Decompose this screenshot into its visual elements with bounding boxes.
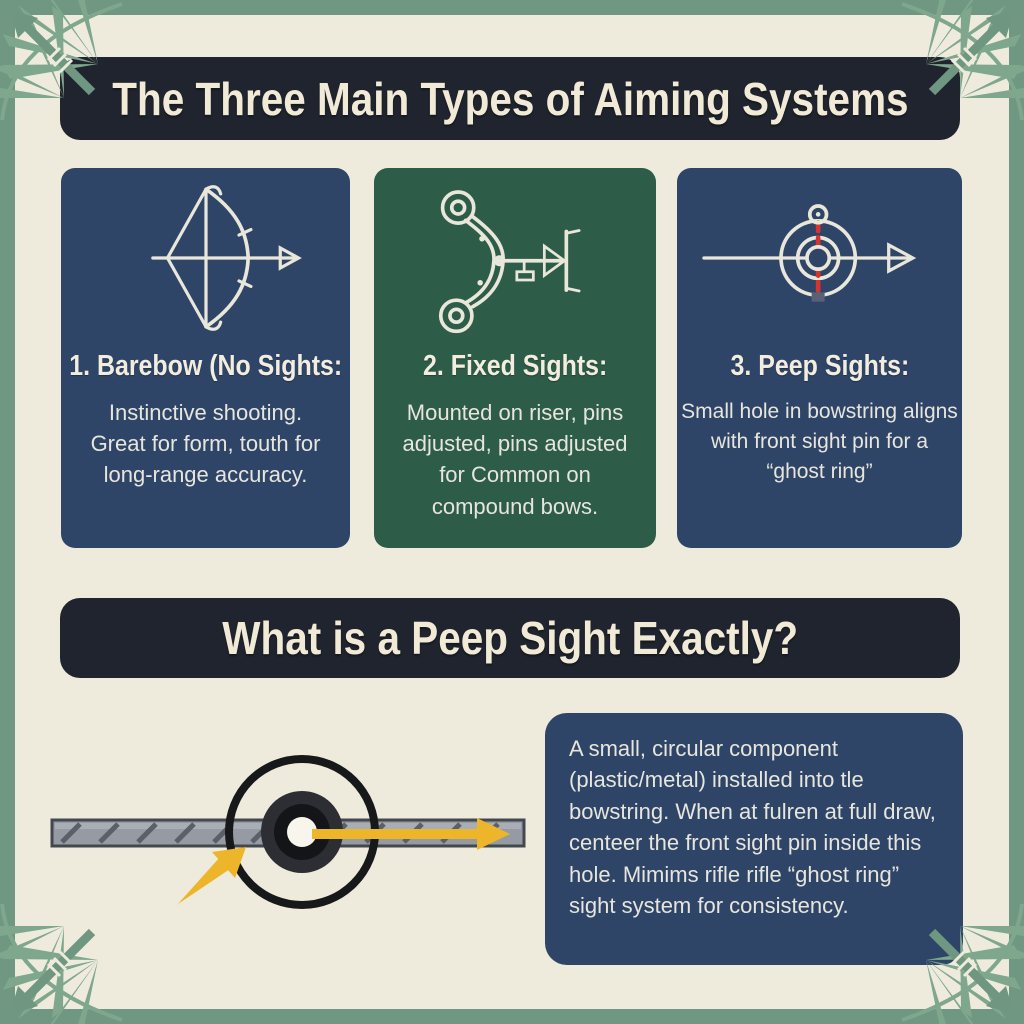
primary-title-banner: The Three Main Types of Aiming Systems: [60, 57, 960, 140]
card-peep-sights: 3. Peep Sights: Small hole in bowstring …: [677, 168, 962, 548]
primary-title: The Three Main Types of Aiming Systems: [111, 72, 909, 125]
peep-sight-bowstring-illustration: [50, 755, 526, 915]
peep-grommet: [261, 791, 343, 873]
card-fixed-sights-body: Mounted on riser, pins adjusted, pins ad…: [402, 400, 628, 519]
secondary-title-banner: What is a Peep Sight Exactly?: [60, 598, 960, 678]
sightline-arrow: [312, 818, 510, 850]
peep-detail-text: A small, circular component (plastic/met…: [569, 736, 936, 919]
compound-bow-sight-icon: [374, 168, 656, 348]
card-barebow-title: 1. Barebow (No Sights:: [69, 350, 342, 382]
secondary-title: What is a Peep Sight Exactly?: [222, 612, 798, 664]
card-peep-sights-title: 3. Peep Sights:: [730, 350, 909, 382]
card-barebow-body: Instinctive shooting. Great for form, to…: [90, 400, 321, 488]
card-fixed-sights: 2. Fixed Sights: Mounted on riser, pins …: [374, 168, 656, 548]
peep-sight-icon: [677, 168, 962, 348]
peep-detail-box: A small, circular component (plastic/met…: [545, 713, 963, 965]
pointer-arrow: [168, 847, 246, 915]
card-barebow: 1. Barebow (No Sights: Instinctive shoot…: [61, 168, 350, 548]
card-peep-sights-body: Small hole in bowstring aligns with fron…: [681, 400, 958, 483]
recurve-bow-icon: [61, 168, 350, 348]
card-fixed-sights-title: 2. Fixed Sights:: [422, 350, 608, 382]
